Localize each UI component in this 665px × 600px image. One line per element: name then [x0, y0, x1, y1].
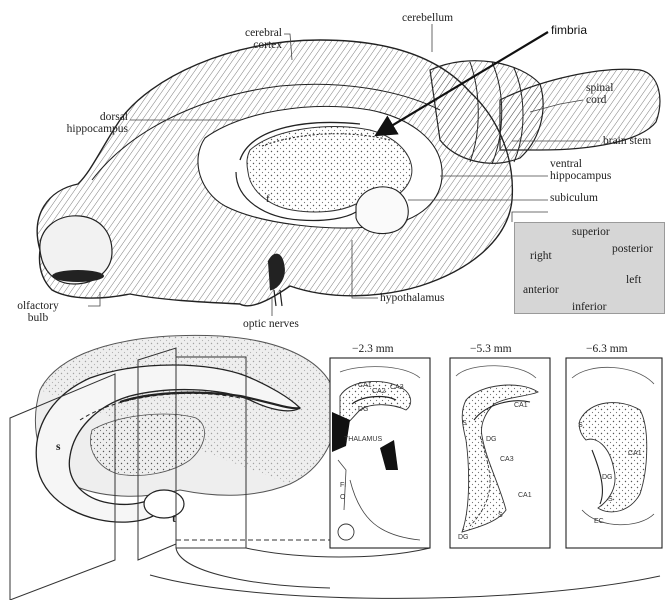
section-3-depth: −6.3 mm — [586, 343, 628, 355]
label-subiculum: subiculum — [550, 192, 598, 204]
s2-ca1b: CA1 — [518, 490, 532, 502]
label-ventral: ventral — [550, 158, 582, 170]
s1-o: O — [340, 492, 345, 504]
section-panel-3 — [566, 358, 662, 548]
s1-ca1: CA1 — [358, 380, 372, 392]
model-t-marker: t — [172, 513, 176, 525]
compass-anterior: anterior — [523, 284, 559, 296]
label-ventral-hippocampus: hippocampus — [550, 170, 611, 182]
label-bulb: bulb — [0, 312, 76, 324]
s1-thalamus: THALAMUS — [344, 434, 382, 446]
label-fimbria: fimbria — [551, 24, 587, 36]
s3-ec: EC — [594, 516, 604, 528]
model-s-marker: s — [56, 441, 60, 453]
s3-s2: S — [608, 494, 613, 506]
label-cortex: cortex — [226, 39, 282, 51]
compass-posterior: posterior — [612, 243, 653, 255]
s2-dg: DG — [486, 434, 497, 446]
s3-ca1: CA1 — [628, 448, 642, 460]
label-brain-stem: brain stem — [603, 135, 651, 147]
label-spinal: spinal — [586, 82, 613, 94]
section-1-depth: −2.3 mm — [352, 343, 394, 355]
s2-ca3: CA3 — [500, 454, 514, 466]
s2-dg2: DG — [458, 532, 469, 544]
label-cord: cord — [586, 94, 606, 106]
section-2-depth: −5.3 mm — [470, 343, 512, 355]
label-dorsal: dorsal — [40, 111, 128, 123]
label-f: f — [266, 193, 270, 205]
compass-inferior: inferior — [572, 301, 606, 313]
label-dorsal-hippocampus: hippocampus — [40, 123, 128, 135]
label-hypothalamus: hypothalamus — [380, 292, 445, 304]
compass-right: right — [530, 250, 552, 262]
label-cerebellum: cerebellum — [402, 12, 453, 24]
compass-superior: superior — [572, 226, 610, 238]
s1-dg: DG — [358, 404, 369, 416]
compass-left: left — [626, 274, 641, 286]
label-olfactory: olfactory — [0, 300, 76, 312]
s1-ca2: CA2 — [372, 386, 386, 398]
s1-ca3: CA3 — [390, 382, 404, 394]
label-cerebral: cerebral — [226, 27, 282, 39]
label-optic-nerves: optic nerves — [243, 318, 299, 330]
s3-s: S — [578, 420, 583, 432]
s1-fi: FI — [340, 480, 346, 492]
s2-s2: S — [498, 510, 503, 522]
s2-s: S — [462, 418, 467, 430]
s2-ca1: CA1 — [514, 400, 528, 412]
s3-dg: DG — [602, 472, 613, 484]
